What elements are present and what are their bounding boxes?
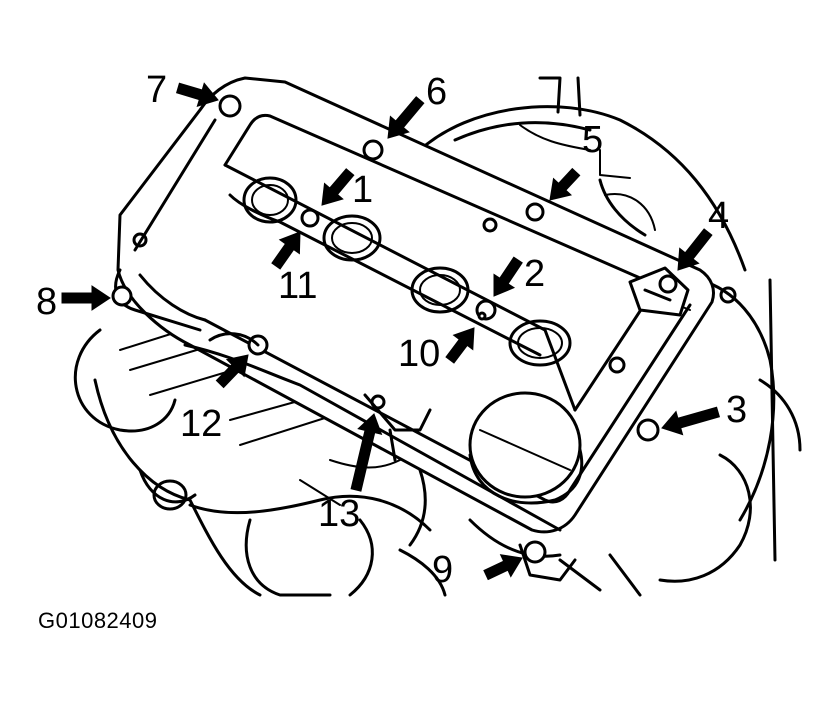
- callout-4: 4: [708, 195, 729, 237]
- callout-10: 10: [398, 333, 440, 375]
- arrow-2: [493, 256, 523, 297]
- figure-id: G01082409: [38, 608, 158, 633]
- arrow-10: [445, 327, 475, 364]
- bolt-10: [477, 311, 487, 321]
- callout-6: 6: [426, 71, 447, 113]
- callout-9: 9: [432, 549, 453, 591]
- bolt-1: [300, 208, 320, 228]
- arrow-13: [350, 413, 383, 492]
- valve-cover: [114, 76, 737, 534]
- arrow-1: [321, 168, 355, 206]
- arrow-8: [61, 285, 111, 311]
- engine-background: [73, 76, 802, 597]
- arrow-7: [175, 82, 219, 108]
- arrow-9: [483, 554, 523, 581]
- bolts: [111, 94, 678, 564]
- bolt-8: [111, 285, 133, 307]
- callout-12: 12: [180, 403, 222, 445]
- bolt-7: [218, 94, 242, 118]
- bolt-5: [525, 202, 545, 222]
- callout-7: 7: [146, 69, 167, 111]
- bolt-3: [636, 418, 660, 442]
- bolt-4: [658, 274, 678, 294]
- callout-3: 3: [726, 389, 747, 431]
- bolt-6: [362, 139, 384, 161]
- arrow-4: [677, 228, 713, 271]
- arrow-12: [215, 354, 249, 389]
- callout-13: 13: [318, 493, 360, 535]
- arrow-11: [271, 231, 301, 270]
- bolt-9: [523, 540, 547, 564]
- arrow-5: [549, 167, 581, 201]
- arrow-3: [661, 406, 721, 436]
- callout-labels: 1 2 3 4 5 6 7 8 9 10 11 12 13: [36, 69, 747, 591]
- callout-arrows: [61, 82, 721, 581]
- callout-8: 8: [36, 281, 57, 323]
- callout-1: 1: [352, 169, 373, 211]
- arrow-6: [387, 96, 425, 139]
- callout-5: 5: [582, 119, 603, 161]
- callout-2: 2: [524, 253, 545, 295]
- callout-11: 11: [278, 265, 317, 307]
